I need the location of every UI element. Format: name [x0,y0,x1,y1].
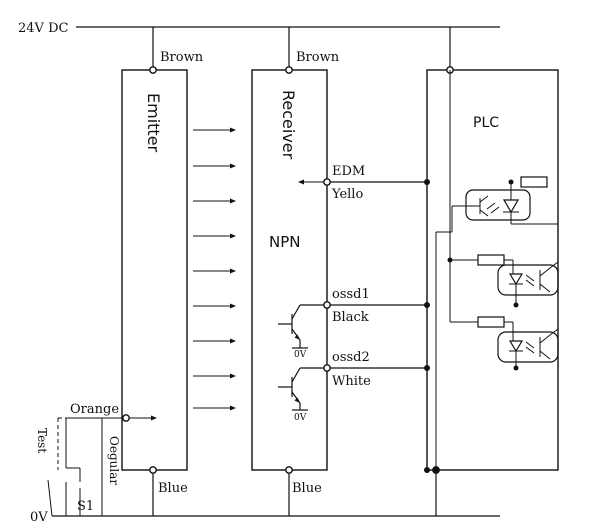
emitter-box [121,69,188,471]
orange-wire-label: Orange [70,402,119,417]
emitter-top-wire-label: Brown [160,50,204,65]
test-switch-label: Test [35,428,49,453]
orange-arrow [151,415,157,421]
beam-arrow [193,303,236,309]
test-switch-lever [47,479,53,517]
emitter-title: Emitter [144,93,163,153]
receiver-type-label: NPN [269,233,301,251]
receiver-top-terminal [285,66,293,74]
beam-arrow [193,373,236,379]
receiver-bottom-wire-label: Blue [292,481,322,496]
rail-24v-label: 24V DC [18,21,68,36]
edm-output-optocoupler [436,179,558,233]
beam-arrow [193,127,236,133]
ossd2-ground-label: 0V [294,413,307,423]
s1-label: S1 [77,499,94,514]
beam-arrow [193,233,236,239]
regular-wire-label: Oegular [107,436,121,485]
ossd2-wire-color: White [332,374,371,389]
plc-box [426,69,559,471]
ossd1-input-optocoupler [450,254,559,308]
ossd1-transistor: 0V [278,304,327,360]
emitter-bottom-wire-label: Blue [158,481,188,496]
edm-label: EDM [332,164,365,179]
ossd2-transistor: 0V [278,367,327,423]
beam-arrow [193,338,236,344]
emitter: Brown Blue Emitter [121,27,204,516]
light-beams [193,127,236,411]
receiver-box [251,69,328,471]
orange-terminal [122,414,130,422]
ossd2-terminal [323,364,331,372]
rail-24v: 24V DC [18,21,500,36]
rail-0v: 0V [30,510,500,525]
edm-resistor [520,176,548,188]
beam-arrow [193,268,236,274]
beam-arrow [193,198,236,204]
ossd1-label: ossd1 [332,287,370,302]
receiver: Brown Blue Receiver NPN EDM Yello 0V oss… [251,27,558,516]
receiver-bottom-terminal [285,466,293,474]
ossd1-ground-label: 0V [294,350,307,360]
ossd1-wire-color: Black [332,310,369,325]
plc-title: PLC [473,115,499,131]
test-circuit: Orange Test Oegular S1 [35,402,157,517]
ossd1-terminal [323,301,331,309]
receiver-top-wire-label: Brown [296,50,340,65]
edm-wire-color: Yello [331,187,363,202]
emitter-top-terminal [149,66,157,74]
edm-arrow [298,179,304,185]
emitter-bottom-terminal [149,466,157,474]
beam-arrow [193,163,236,169]
receiver-title: Receiver [279,90,298,160]
beam-arrow [193,405,236,411]
plc: PLC [424,27,559,516]
rail-0v-label: 0V [30,510,48,525]
ossd2-input-optocoupler [449,260,559,371]
ossd2-label: ossd2 [332,350,370,365]
edm-terminal [323,178,331,186]
